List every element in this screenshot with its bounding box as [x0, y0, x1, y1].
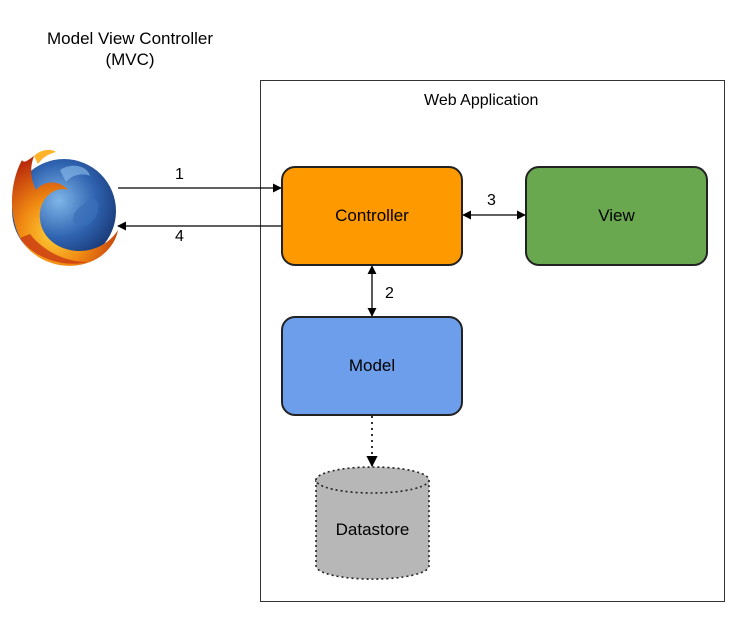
- datastore-label: Datastore: [335, 520, 410, 539]
- diagram-title-line1: Model View Controller: [47, 29, 213, 48]
- edge-label-3: 3: [487, 192, 496, 209]
- web-application-label: Web Application: [424, 92, 539, 109]
- diagram-title-line2: (MVC): [105, 50, 155, 69]
- edge-label-4: 4: [175, 228, 184, 245]
- edge-label-1: 1: [175, 166, 184, 183]
- model-node: Model: [281, 316, 463, 416]
- web-application-container: [260, 80, 725, 602]
- datastore-cylinder: [315, 466, 430, 580]
- firefox-icon: [11, 149, 118, 266]
- controller-node: Controller: [281, 166, 463, 266]
- controller-label: Controller: [335, 206, 409, 225]
- view-node: View: [525, 166, 708, 266]
- view-label: View: [598, 206, 635, 225]
- edge-label-2: 2: [385, 285, 394, 302]
- diagram-title: Model View Controller (MVC): [0, 28, 260, 70]
- model-label: Model: [348, 356, 396, 375]
